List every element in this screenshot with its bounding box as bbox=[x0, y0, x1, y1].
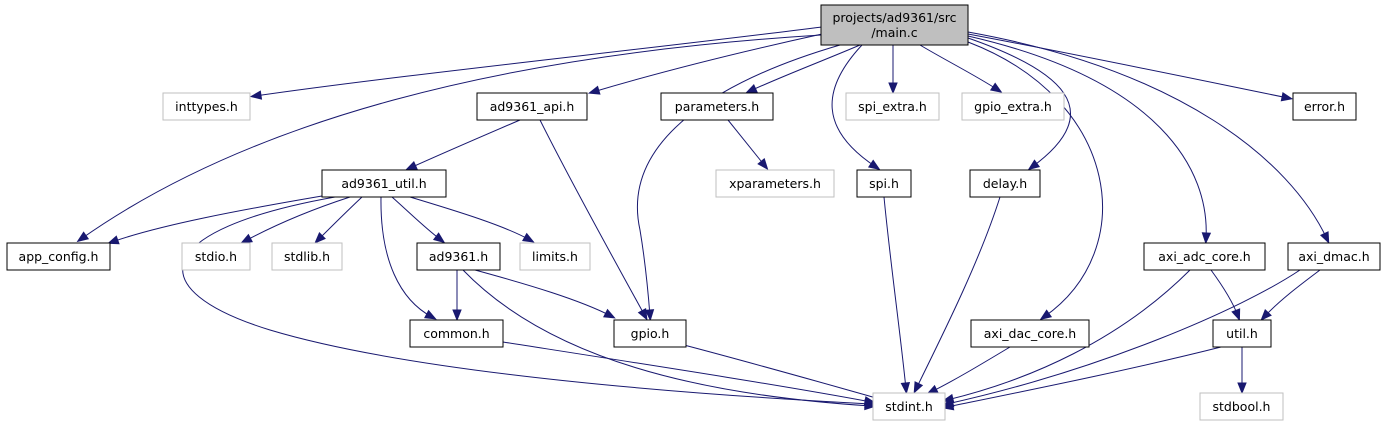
edge-delay-h-to-stdint-h bbox=[913, 196, 1001, 394]
edge-ad9361-util-h-to-stdlib-h bbox=[314, 196, 363, 244]
edge-main-c-to-gpio-h bbox=[637, 44, 841, 322]
edge-util-h-to-stdint-h bbox=[941, 345, 1226, 411]
edge-main-c-to-inttypes-h bbox=[249, 26, 823, 100]
edges-layer bbox=[76, 26, 1330, 411]
edge-ad9361-util-h-to-ad9361-h bbox=[391, 196, 446, 244]
node-spi-extra-h: spi_extra.h bbox=[845, 92, 940, 121]
node-label: xparameters.h bbox=[729, 176, 821, 191]
edge-main-c-to-ad9361-api-h bbox=[587, 33, 823, 95]
node-axi-dac-core-h[interactable]: axi_dac_core.h bbox=[970, 319, 1090, 348]
node-label: /main.c bbox=[871, 25, 917, 40]
node-label: spi_extra.h bbox=[858, 99, 927, 114]
node-label: ad9361.h bbox=[429, 249, 488, 264]
node-label: axi_dmac.h bbox=[1298, 249, 1369, 264]
node-label: stdbool.h bbox=[1213, 399, 1271, 414]
edge-axi-dac-core-h-to-stdint-h bbox=[926, 346, 1011, 395]
node-label: gpio_extra.h bbox=[974, 99, 1052, 114]
node-gpio-h[interactable]: gpio.h bbox=[613, 319, 687, 348]
node-main-c[interactable]: projects/ad9361/src/main.c bbox=[820, 4, 969, 46]
node-label: app_config.h bbox=[19, 249, 99, 264]
node-xparameters-h: xparameters.h bbox=[715, 169, 835, 198]
edge-util-h-to-stdbool-h bbox=[1237, 347, 1247, 395]
edge-main-c-to-error-h bbox=[967, 33, 1294, 102]
node-axi-adc-core-h[interactable]: axi_adc_core.h bbox=[1143, 242, 1266, 271]
edge-ad9361-util-h-to-app-config-h bbox=[106, 195, 323, 245]
edge-ad9361-api-h-to-gpio-h bbox=[539, 119, 648, 321]
edge-main-c-to-axi-adc-core-h bbox=[967, 35, 1212, 245]
edge-ad9361-util-h-to-stdint-h bbox=[182, 196, 877, 409]
node-stdbool-h: stdbool.h bbox=[1199, 392, 1284, 421]
edge-main-c-to-axi-dac-core-h bbox=[967, 41, 1103, 321]
node-label: inttypes.h bbox=[175, 99, 238, 114]
node-label: stdint.h bbox=[885, 399, 933, 414]
edge-parameters-h-to-xparameters-h bbox=[727, 119, 769, 171]
edge-main-c-to-parameters-h bbox=[745, 44, 861, 94]
node-label: limits.h bbox=[532, 249, 578, 264]
nodes-layer: projects/ad9361/src/main.c inttypes.h ad93… bbox=[6, 4, 1381, 421]
node-parameters-h[interactable]: parameters.h bbox=[660, 92, 774, 121]
node-stdio-h: stdio.h bbox=[181, 242, 251, 271]
node-label: util.h bbox=[1226, 326, 1258, 341]
edge-main-c-to-gpio-extra-h bbox=[919, 44, 1003, 93]
node-gpio-extra-h: gpio_extra.h bbox=[961, 92, 1065, 121]
edge-main-c-to-spi-extra-h bbox=[888, 45, 898, 95]
node-label: stdio.h bbox=[195, 249, 237, 264]
node-delay-h[interactable]: delay.h bbox=[969, 169, 1041, 198]
node-label: delay.h bbox=[983, 176, 1027, 191]
node-ad9361-api-h[interactable]: ad9361_api.h bbox=[476, 92, 588, 121]
edge-main-c-to-axi-dmac-h bbox=[967, 31, 1330, 244]
edge-ad9361-h-to-common-h bbox=[452, 270, 462, 322]
node-label: stdlib.h bbox=[284, 249, 330, 264]
edge-ad9361-util-h-to-stdio-h bbox=[240, 196, 351, 244]
node-spi-h[interactable]: spi.h bbox=[856, 169, 912, 198]
node-app-config-h[interactable]: app_config.h bbox=[6, 242, 111, 271]
edge-ad9361-api-h-to-ad9361-util-h bbox=[405, 119, 521, 171]
edge-axi-adc-core-h-to-util-h bbox=[1210, 269, 1241, 322]
node-label: ad9361_util.h bbox=[341, 176, 426, 191]
node-inttypes-h: inttypes.h bbox=[162, 92, 251, 121]
edge-main-c-to-app-config-h bbox=[76, 34, 822, 243]
node-label: ad9361_api.h bbox=[490, 99, 575, 114]
node-ad9361-h[interactable]: ad9361.h bbox=[416, 242, 501, 271]
node-util-h[interactable]: util.h bbox=[1212, 319, 1272, 348]
edge-spi-h-to-stdint-h bbox=[883, 196, 911, 395]
edge-common-h-to-stdint-h bbox=[502, 341, 877, 406]
node-label: spi.h bbox=[869, 176, 899, 191]
edge-main-c-to-spi-h bbox=[831, 44, 881, 170]
node-label: common.h bbox=[423, 326, 489, 341]
node-limits-h: limits.h bbox=[519, 242, 591, 271]
node-label: axi_dac_core.h bbox=[984, 326, 1076, 341]
edge-ad9361-h-to-gpio-h bbox=[474, 269, 616, 319]
node-label: gpio.h bbox=[631, 326, 670, 341]
node-axi-dmac-h[interactable]: axi_dmac.h bbox=[1287, 242, 1381, 271]
edge-ad9361-util-h-to-common-h bbox=[380, 196, 437, 320]
edge-ad9361-util-h-to-limits-h bbox=[409, 196, 535, 243]
edge-gpio-h-to-stdint-h bbox=[683, 344, 886, 402]
node-ad9361-util-h[interactable]: ad9361_util.h bbox=[321, 169, 447, 198]
node-label: projects/ad9361/src bbox=[833, 10, 957, 25]
edge-axi-dmac-h-to-util-h bbox=[1260, 269, 1321, 321]
node-error-h[interactable]: error.h bbox=[1292, 92, 1357, 121]
node-common-h[interactable]: common.h bbox=[409, 319, 504, 348]
node-label: axi_adc_core.h bbox=[1158, 249, 1250, 264]
node-label: error.h bbox=[1304, 99, 1345, 114]
node-stdint-h: stdint.h bbox=[872, 392, 946, 421]
node-stdlib-h: stdlib.h bbox=[271, 242, 343, 271]
node-label: parameters.h bbox=[675, 99, 759, 114]
